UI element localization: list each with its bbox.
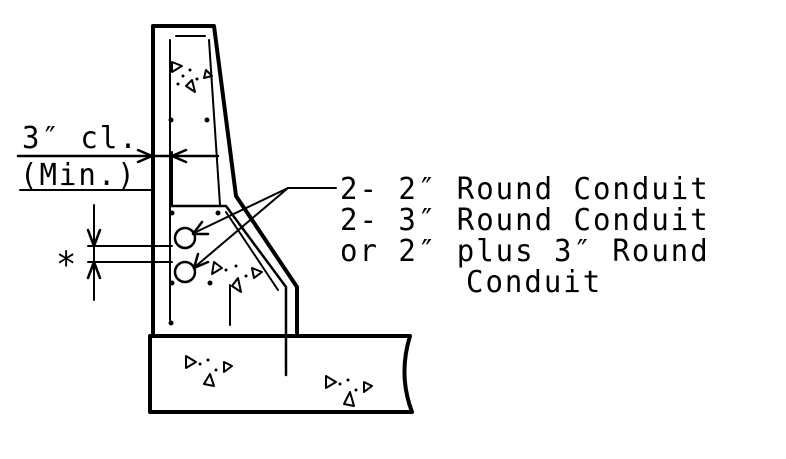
- leader-to-upper-conduit: [195, 187, 289, 233]
- concrete-dots-slab-right: [338, 378, 358, 392]
- barrier-outline: [151, 24, 299, 335]
- rebar-dot: [169, 210, 175, 216]
- rebar-dot: [204, 117, 210, 123]
- deck-slab-outline: [148, 334, 414, 414]
- conduit-recess-line: [169, 204, 288, 377]
- leader-arrow-lower: [192, 252, 210, 270]
- spacing-asterisk-label: ∗: [56, 236, 77, 279]
- rebar-dot: [168, 320, 174, 326]
- leader-arrow-upper: [191, 220, 210, 236]
- clearance-label-line1: 3″ cl.: [22, 119, 139, 156]
- leader-to-lower-conduit: [195, 187, 289, 267]
- spacing-top-arrow: [86, 228, 102, 248]
- rebar-dot: [207, 280, 213, 286]
- rebar-dot: [168, 117, 174, 123]
- conduit-note-line1: 2- 2″ Round Conduit: [340, 170, 710, 207]
- concrete-dots-middle: [224, 264, 248, 278]
- conduit-upper: [173, 226, 197, 250]
- conduit-lower: [173, 260, 197, 284]
- clearance-label-line2: (Min.): [20, 156, 137, 193]
- rebar-dot: [169, 280, 175, 286]
- conduit-note-line4: Conduit: [466, 263, 603, 300]
- rebar-back-line: [208, 39, 221, 206]
- concrete-hatch-slab-right: [325, 375, 373, 407]
- conduit-note-line3: or 2″ plus 3″ Round: [340, 232, 710, 269]
- spacing-bottom-arrow: [86, 260, 102, 280]
- rebar-sloped-line: [225, 211, 279, 291]
- clearance-left-arrow: [136, 148, 154, 164]
- concrete-hatch-middle: [211, 261, 263, 293]
- concrete-hatch-top: [171, 61, 213, 93]
- conduit-note-line2: 2- 3″ Round Conduit: [340, 201, 710, 238]
- concrete-dots-top: [176, 68, 199, 86]
- concrete-dots-slab-left: [198, 358, 218, 372]
- rebar-dot: [215, 210, 221, 216]
- concrete-hatch-slab-left: [185, 355, 233, 387]
